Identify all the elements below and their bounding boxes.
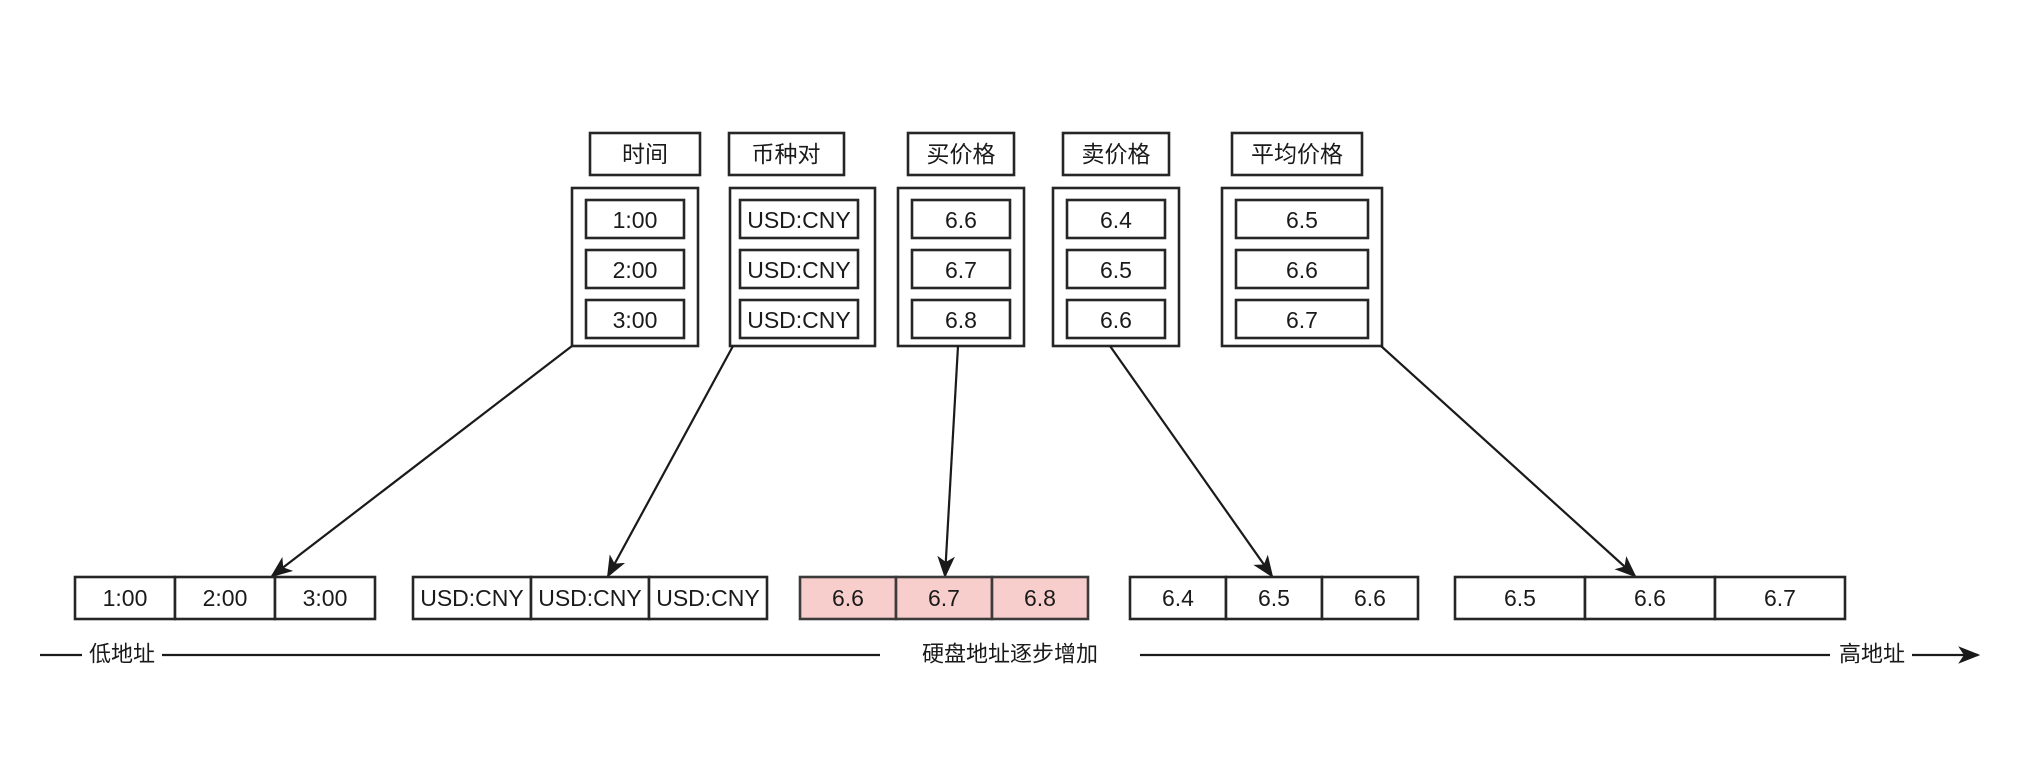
disk-cell-label-pair-0: USD:CNY xyxy=(420,585,524,611)
disk-cell-label-avg-0: 6.5 xyxy=(1504,585,1536,611)
column-cell-label-time-2: 3:00 xyxy=(613,307,658,333)
column-header-label-time: 时间 xyxy=(622,142,668,168)
column-cell-label-avg-2: 6.7 xyxy=(1286,307,1318,333)
column-cell-label-pair-0: USD:CNY xyxy=(747,207,851,233)
disk-cell-label-sell-0: 6.4 xyxy=(1162,585,1194,611)
column-cell-label-time-0: 1:00 xyxy=(613,207,658,233)
disk-cell-pair-2 xyxy=(647,575,769,621)
column-cell-buy-2 xyxy=(910,298,1012,340)
column-cell-label-sell-1: 6.5 xyxy=(1100,257,1132,283)
axis-label-low-address: 低地址 xyxy=(89,643,155,668)
column-cell-buy-1 xyxy=(910,248,1012,290)
column-cell-pair-2 xyxy=(738,298,860,340)
column-header-box-avg xyxy=(1230,131,1364,177)
axis-label-center: 硬盘地址逐步增加 xyxy=(922,643,1098,668)
disk-cell-time-1 xyxy=(173,575,277,621)
column-header-label-buy: 买价格 xyxy=(927,142,996,168)
disk-block-pair: USD:CNY USD:CNY USD:CNY xyxy=(411,575,769,621)
disk-cell-pair-0 xyxy=(411,575,533,621)
column-cell-label-buy-2: 6.8 xyxy=(945,307,977,333)
column-header-label-sell: 卖价格 xyxy=(1082,142,1151,168)
disk-cell-label-time-2: 3:00 xyxy=(303,585,348,611)
disk-cell-label-sell-1: 6.5 xyxy=(1258,585,1290,611)
column-cell-label-time-1: 2:00 xyxy=(613,257,658,283)
disk-block-avg: 6.5 6.6 6.7 xyxy=(1453,575,1847,621)
column-cell-avg-1 xyxy=(1234,248,1370,290)
column-cell-avg-2 xyxy=(1234,298,1370,340)
column-cell-label-sell-2: 6.6 xyxy=(1100,307,1132,333)
disk-cell-time-2 xyxy=(273,575,377,621)
disk-cell-label-buy-0: 6.6 xyxy=(832,585,864,611)
disk-cell-label-pair-2: USD:CNY xyxy=(656,585,760,611)
column-group-buy: 买价格 6.6 6.7 6.8 xyxy=(896,131,1026,348)
column-group-avg: 平均价格 6.5 6.6 6.7 xyxy=(1220,131,1384,348)
connector-buy xyxy=(937,345,960,579)
disk-cell-sell-0 xyxy=(1128,575,1228,621)
column-cell-pair-1 xyxy=(738,248,860,290)
column-cell-sell-1 xyxy=(1065,248,1167,290)
column-group-time: 时间 1:00 2:00 3:00 xyxy=(570,131,702,348)
disk-cell-avg-0 xyxy=(1453,575,1587,621)
disk-cell-label-time-1: 2:00 xyxy=(203,585,248,611)
column-header-box-buy xyxy=(906,131,1016,177)
column-cell-time-2 xyxy=(584,298,686,340)
column-header-label-avg: 平均价格 xyxy=(1251,142,1343,168)
axis-label-high-address: 高地址 xyxy=(1839,643,1905,668)
column-header-box-pair xyxy=(727,131,846,177)
column-cell-time-1 xyxy=(584,248,686,290)
column-cell-label-pair-1: USD:CNY xyxy=(747,257,851,283)
column-cell-buy-0 xyxy=(910,198,1012,240)
disk-cell-label-avg-1: 6.6 xyxy=(1634,585,1666,611)
connector-time xyxy=(270,345,573,578)
column-header-label-pair: 币种对 xyxy=(752,142,821,168)
disk-cell-label-sell-2: 6.6 xyxy=(1354,585,1386,611)
connector-sell xyxy=(1109,345,1274,578)
disk-cell-sell-1 xyxy=(1224,575,1324,621)
disk-block-sell: 6.4 6.5 6.6 xyxy=(1128,575,1420,621)
column-cell-label-pair-2: USD:CNY xyxy=(747,307,851,333)
column-cell-time-0 xyxy=(584,198,686,240)
disk-cell-buy-2 xyxy=(990,575,1090,621)
column-cell-sell-2 xyxy=(1065,298,1167,340)
column-cell-label-buy-0: 6.6 xyxy=(945,207,977,233)
column-group-pair: 币种对 USD:CNY USD:CNY USD:CNY xyxy=(727,131,877,348)
disk-cell-avg-2 xyxy=(1713,575,1847,621)
column-header-box-time xyxy=(588,131,702,177)
column-cell-label-buy-1: 6.7 xyxy=(945,257,977,283)
column-cell-label-avg-1: 6.6 xyxy=(1286,257,1318,283)
disk-cell-label-avg-2: 6.7 xyxy=(1764,585,1796,611)
address-axis: 低地址 硬盘地址逐步增加 高地址 xyxy=(40,643,1981,668)
column-cell-pair-0 xyxy=(738,198,860,240)
disk-cell-label-pair-1: USD:CNY xyxy=(538,585,642,611)
connector-avg xyxy=(1380,345,1637,578)
column-cell-avg-0 xyxy=(1234,198,1370,240)
disk-block-time: 1:00 2:00 3:00 xyxy=(73,575,377,621)
column-header-box-sell xyxy=(1061,131,1171,177)
column-cell-label-sell-0: 6.4 xyxy=(1100,207,1132,233)
disk-cell-label-buy-1: 6.7 xyxy=(928,585,960,611)
connector-pair xyxy=(606,345,734,578)
disk-cell-label-time-0: 1:00 xyxy=(103,585,148,611)
column-cell-label-avg-0: 6.5 xyxy=(1286,207,1318,233)
column-cell-sell-0 xyxy=(1065,198,1167,240)
disk-cell-sell-2 xyxy=(1320,575,1420,621)
column-group-sell: 卖价格 6.4 6.5 6.6 xyxy=(1051,131,1181,348)
disk-cell-label-buy-2: 6.8 xyxy=(1024,585,1056,611)
disk-block-buy: 6.6 6.7 6.8 xyxy=(798,575,1090,621)
